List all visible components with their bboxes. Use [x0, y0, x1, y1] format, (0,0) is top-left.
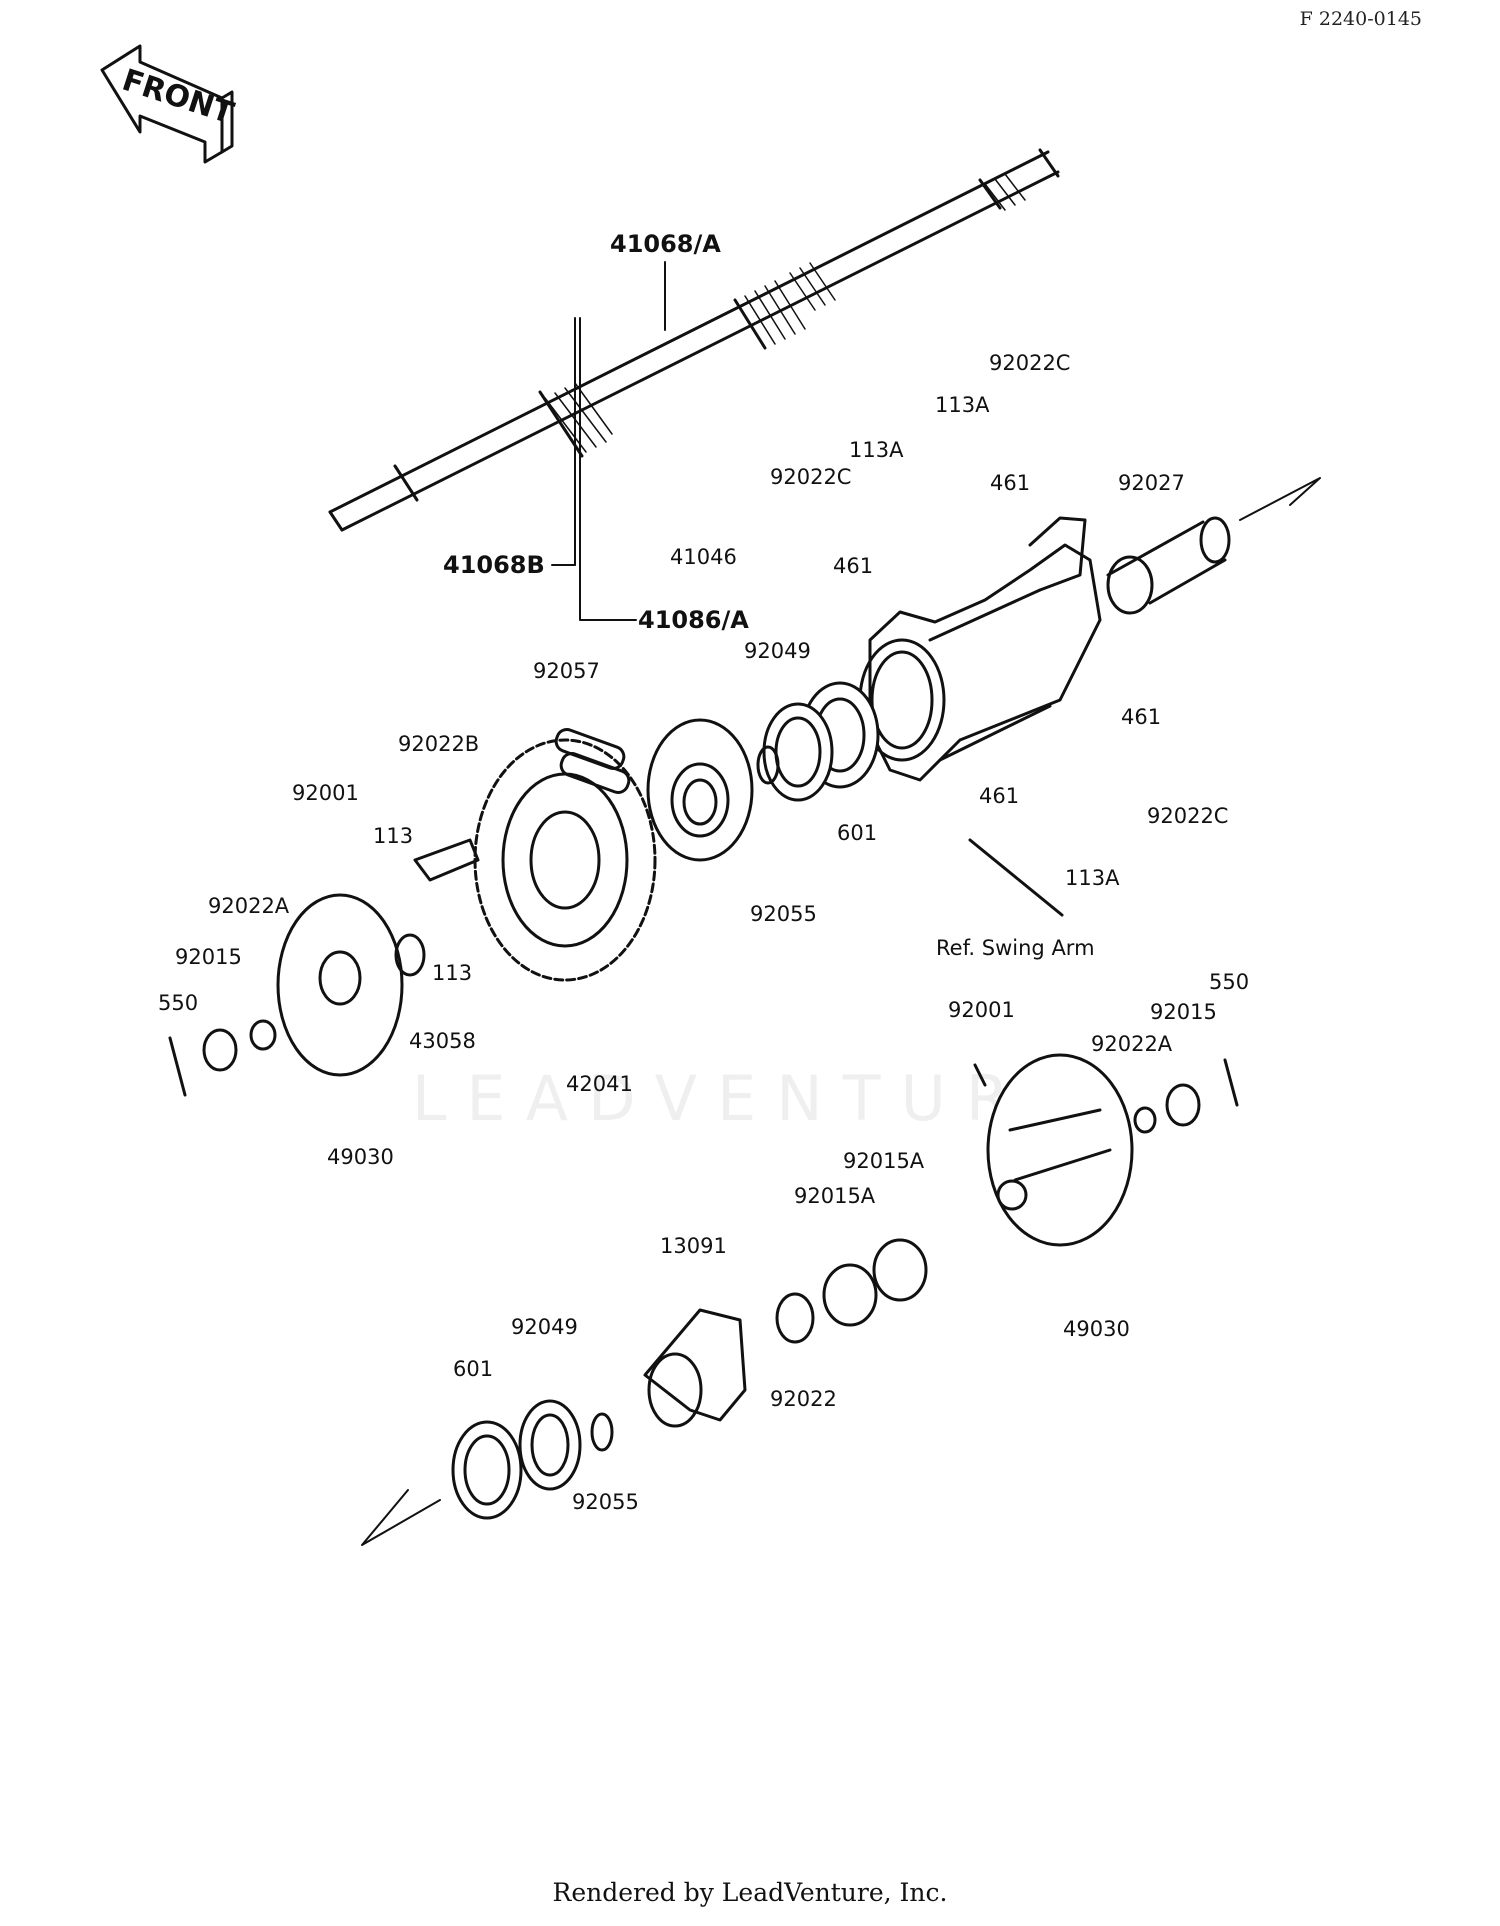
washer-92022 [775, 1292, 815, 1344]
part-label-49030: 49030 [1063, 1317, 1130, 1341]
part-label-550: 550 [1209, 970, 1250, 994]
hub-13091 [643, 1308, 747, 1428]
part-label-43058: 43058 [409, 1029, 476, 1053]
seal-92049-lower [518, 1399, 582, 1491]
footer-credit: Rendered by LeadVenture, Inc. [552, 1878, 948, 1907]
part-label-92001: 92001 [948, 998, 1015, 1022]
part-label-92022: 92022 [770, 1387, 837, 1411]
o-ring-92055-lower [590, 1412, 614, 1452]
hub-41086A [646, 718, 754, 862]
part-label-41086A: 41086/A [638, 606, 749, 634]
washer-92022A-right [1133, 1106, 1157, 1134]
part-label-113A: 113A [849, 438, 904, 462]
part-label-601: 601 [453, 1357, 494, 1381]
front-arrow-icon: FRONT [100, 44, 238, 164]
cotter-pin-550-left [168, 1036, 187, 1097]
part-label-49030: 49030 [327, 1145, 394, 1169]
part-label-461: 461 [833, 554, 874, 578]
part-label-92022C: 92022C [989, 351, 1071, 375]
part-label-41068A: 41068/A [610, 230, 721, 258]
part-label-42041: 42041 [566, 1072, 633, 1096]
hub-49030-right [986, 1053, 1134, 1247]
part-label-113A: 113A [935, 393, 990, 417]
part-label-92022A: 92022A [208, 894, 290, 918]
part-label-461: 461 [990, 471, 1031, 495]
nut-92015A-a [872, 1238, 928, 1302]
part-label-113A: 113A [1065, 866, 1120, 890]
part-label-92015: 92015 [175, 945, 242, 969]
part-label-92049: 92049 [744, 639, 811, 663]
swing-arm-bolt [968, 838, 1064, 917]
part-label-13091: 13091 [660, 1234, 727, 1258]
o-ring-92055-upper [756, 745, 780, 785]
part-label-92001: 92001 [292, 781, 359, 805]
axle-shaft [328, 148, 1060, 532]
part-label-92055: 92055 [750, 902, 817, 926]
part-label-92027: 92027 [1118, 471, 1185, 495]
lock-plate-92022B [413, 838, 480, 882]
bolt-92001-right [973, 1063, 987, 1087]
part-label-461: 461 [1121, 705, 1162, 729]
nut-92015-left [202, 1028, 238, 1072]
part-label-92055: 92055 [572, 1490, 639, 1514]
seal-92049-upper [762, 702, 834, 802]
part-label-92022C: 92022C [770, 465, 852, 489]
part-label-113: 113 [432, 961, 473, 985]
part-label-41046: 41046 [670, 545, 737, 569]
part-label-92049: 92049 [511, 1315, 578, 1339]
bearing-601-lower [451, 1420, 523, 1520]
chain-92057 [554, 728, 631, 794]
cotter-pin-550-right [1223, 1058, 1239, 1107]
nut-92015A-b [822, 1263, 878, 1327]
diagram-reference-id: F 2240-0145 [1299, 8, 1422, 30]
nut-92015-right [1165, 1083, 1201, 1127]
sleeve-92027 [1106, 516, 1231, 615]
part-label-ref-swing-arm: Ref. Swing Arm [936, 936, 1095, 960]
part-label-92022C: 92022C [1147, 804, 1229, 828]
housing-41046 [858, 516, 1102, 782]
ring-43058 [394, 933, 426, 977]
part-label-113: 113 [373, 824, 414, 848]
watermark-text: LEADVENTURE [411, 1062, 1089, 1135]
part-label-550: 550 [158, 991, 199, 1015]
part-label-92022B: 92022B [398, 732, 480, 756]
part-label-92057: 92057 [533, 659, 600, 683]
part-label-92015: 92015 [1150, 1000, 1217, 1024]
part-label-461: 461 [979, 784, 1020, 808]
washer-92022A-left [249, 1019, 277, 1051]
part-label-41068B: 41068B [443, 551, 545, 579]
hub-49030-left [276, 893, 404, 1077]
part-label-92015A: 92015A [794, 1184, 876, 1208]
part-label-92022A: 92022A [1091, 1032, 1173, 1056]
part-label-92015A: 92015A [843, 1149, 925, 1173]
part-label-601: 601 [837, 821, 878, 845]
